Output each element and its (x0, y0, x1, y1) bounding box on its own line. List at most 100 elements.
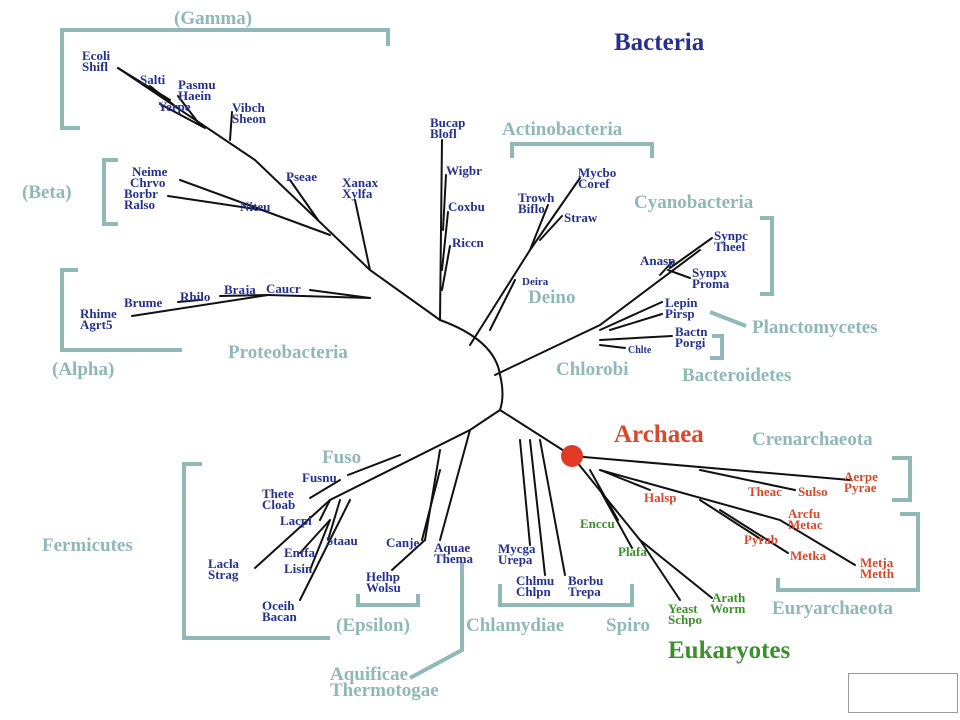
taxon-entfa: Entfa (284, 545, 316, 560)
taxon-yeast: Yeast (668, 601, 698, 616)
taxon-deira: Deira (522, 276, 549, 288)
taxon-halsp: Halsp (644, 490, 677, 505)
branch-caucr (309, 289, 371, 299)
taxon-thete: Thete (262, 486, 294, 501)
taxon-xylfa: Xylfa (342, 186, 373, 201)
taxon-lepin: Lepin (665, 295, 698, 310)
taxon-wigbr: Wigbr (446, 163, 482, 178)
branch-niteu (249, 204, 263, 211)
planctomycetes-label: Planctomycetes (752, 317, 878, 338)
taxon-shifl: Shifl (82, 59, 108, 74)
group-brackets (60, 28, 920, 680)
branch-vibch (229, 111, 233, 141)
bacteroidetes-bracket (710, 334, 724, 360)
taxon-coref: Coref (578, 176, 610, 191)
taxon-pirsp: Pirsp (665, 306, 695, 321)
taxon-plafa: Plafa (618, 544, 647, 559)
taxon-riccn: Riccn (452, 235, 485, 250)
branch-entfa (299, 519, 331, 554)
taxon-worm: Worm (710, 601, 746, 616)
branch-lisin (309, 519, 331, 571)
taxon-pyrae: Pyrae (844, 480, 877, 495)
branch-pseae (289, 179, 319, 221)
chlorobi-label: Chlorobi (556, 359, 629, 380)
taxon-proma: Proma (692, 276, 730, 291)
branch-pirsp (609, 313, 663, 331)
trunk-lower (254, 409, 501, 569)
branch-synpc (669, 237, 713, 269)
plancto-bracket (709, 310, 747, 328)
branch-rhime (131, 294, 269, 317)
taxon-neime: Neime (132, 164, 168, 179)
branch-actino-stem (469, 249, 531, 346)
euryarchaeota-label: Euryarchaeota (772, 598, 894, 619)
archaea-taxa: Aerpe Pyrae Theac Sulso Halsp Arcfu Meta… (644, 469, 895, 581)
branch-mycbo (529, 177, 581, 251)
taxon-aerpe: Aerpe (844, 469, 878, 484)
taxon-fusnu: Fusnu (302, 470, 337, 485)
branch-neime (179, 179, 263, 211)
taxon-lisin: Lisin (284, 561, 313, 576)
branch-theac (699, 469, 796, 491)
taxon-lacla: Lacla (208, 556, 240, 571)
actinobacteria-label: Actinobacteria (502, 119, 623, 140)
branch-brume (177, 299, 201, 303)
taxon-staau: Staau (326, 533, 358, 548)
taxon-sheon: Sheon (232, 111, 267, 126)
taxon-ecoli: Ecoli (82, 48, 111, 63)
taxon-chlte: Chlte (628, 345, 652, 356)
taxon-metka: Metka (790, 548, 827, 563)
branch-epsilon (391, 449, 441, 571)
euryarch-bracket (776, 512, 920, 592)
branch-arch-euk-stem (499, 409, 573, 457)
taxon-mycga: Mycga (498, 541, 536, 556)
taxon-xanax: Xanax (342, 175, 379, 190)
proteobacteria-label: Proteobacteria (228, 342, 348, 363)
branch-lepin (599, 301, 663, 331)
chlamydiae-bracket (498, 584, 634, 607)
taxon-caucr: Caucr (266, 281, 301, 296)
branch-staau (327, 499, 341, 541)
taxon-pseae: Pseae (286, 169, 317, 184)
taxon-porgi: Porgi (675, 335, 706, 350)
epsilon-bracket (356, 594, 420, 607)
branch-yerpe (159, 103, 206, 129)
taxon-schpo: Schpo (668, 612, 702, 627)
spiro-label: Spiro (606, 615, 650, 636)
taxon-pasmu: Pasmu (178, 77, 216, 92)
taxon-trepa: Trepa (568, 584, 601, 599)
taxon-coxbu: Coxbu (448, 199, 485, 214)
gamma-bracket (60, 28, 390, 130)
branch-fusnu (347, 454, 401, 476)
aquificae-label: Aquificae (330, 664, 408, 685)
taxon-biflo: Biflo (518, 201, 545, 216)
thermotogae-label: Thermotogae (330, 680, 439, 701)
branch-alpha-stem (267, 294, 371, 299)
crenarchaeota-label: Crenarchaeota (752, 429, 873, 450)
branch-anasp (659, 261, 673, 276)
taxon-bactn: Bactn (675, 324, 708, 339)
branch-straw (539, 215, 563, 241)
taxon-metja: Metja (860, 555, 894, 570)
branch-mycga (519, 439, 531, 546)
taxon-bucap: Bucap (430, 115, 465, 130)
taxon-yerpe: Yerpe (158, 99, 191, 114)
taxon-lacpl: Lacpl (280, 513, 312, 528)
taxon-trowh: Trowh (518, 190, 555, 205)
taxon-urepa: Urepa (498, 552, 533, 567)
branch-plafa (599, 489, 633, 549)
branch-crenarch (571, 455, 851, 481)
branch-chlte (599, 344, 626, 349)
branch-synpx (667, 269, 691, 279)
branch-yeast (639, 539, 681, 601)
taxon-thema: Thema (434, 551, 474, 566)
taxon-bacan: Bacan (262, 609, 297, 624)
branch-rhilo (219, 294, 269, 297)
branch-beta-stem (261, 209, 331, 236)
archaea-title: Archaea (614, 421, 704, 448)
proteo-backbone (117, 67, 371, 271)
archaea-root-dot (561, 445, 583, 467)
taxon-cloab: Cloab (262, 497, 295, 512)
taxon-rhilo: Rhilo (180, 289, 210, 304)
branch-salti (149, 85, 181, 111)
